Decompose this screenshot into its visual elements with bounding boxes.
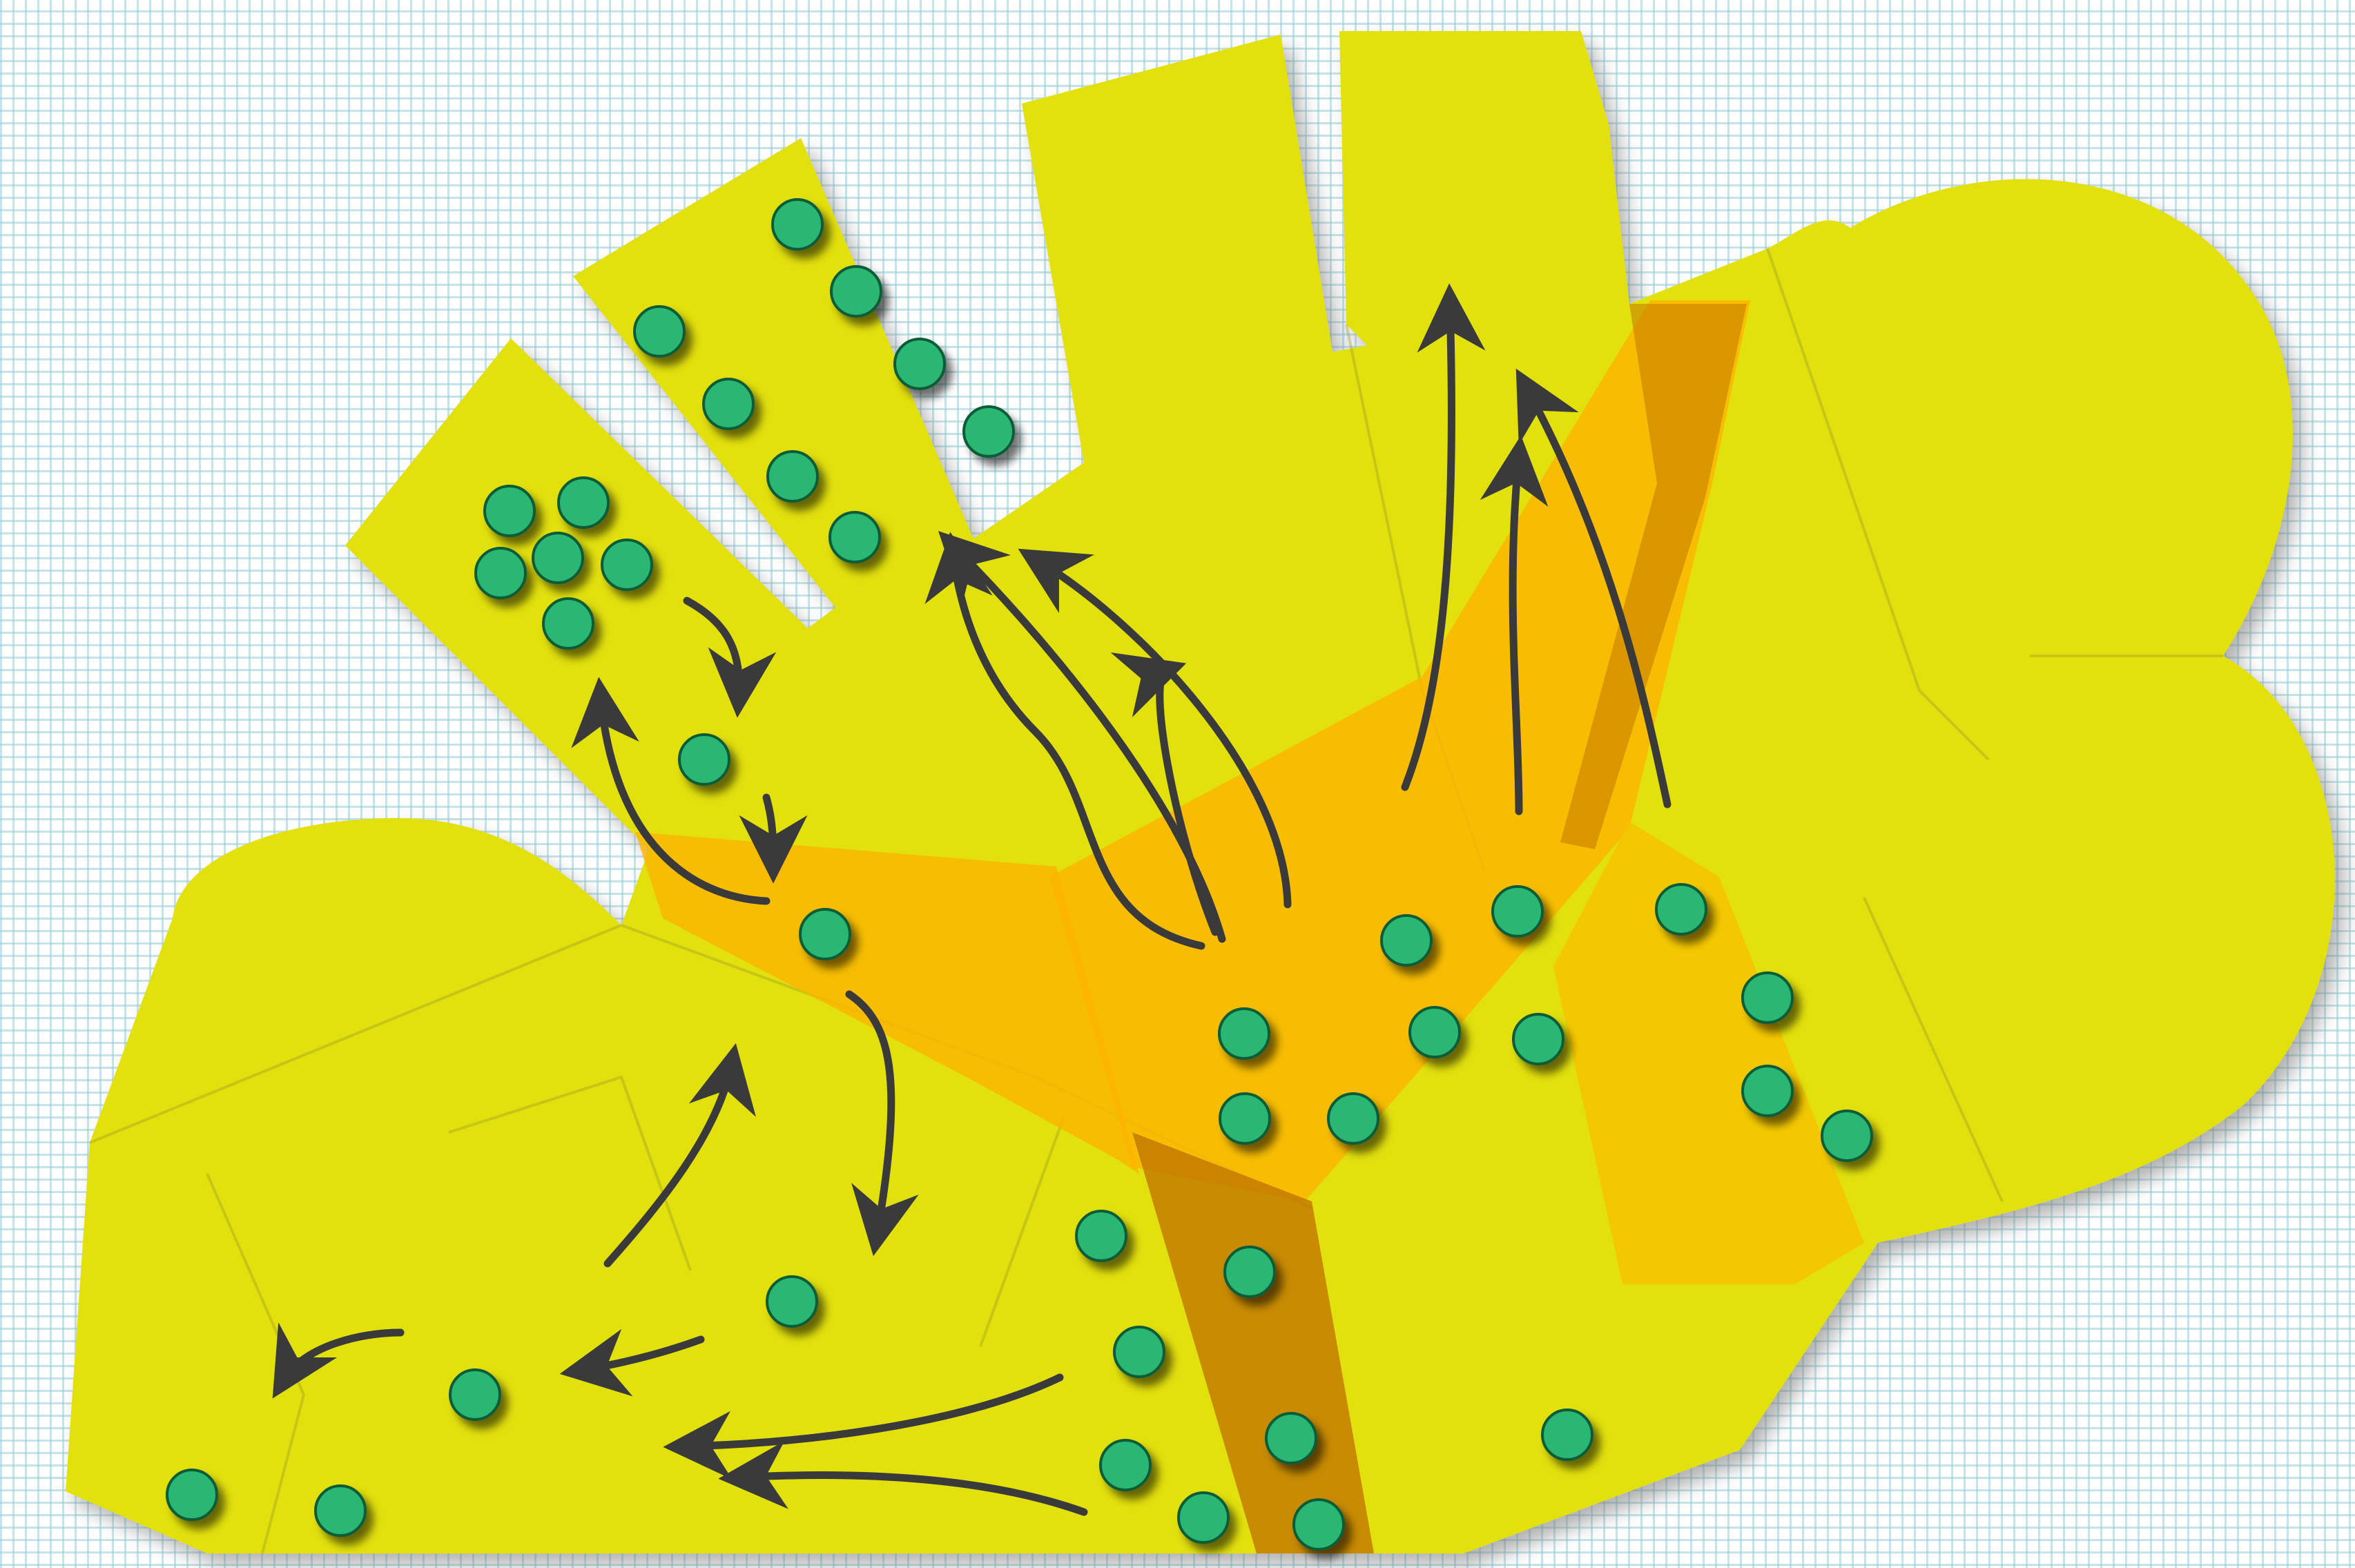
particle	[830, 512, 880, 562]
particle	[450, 1370, 500, 1420]
particle	[1179, 1493, 1228, 1542]
particle	[767, 1277, 817, 1326]
particle	[895, 339, 944, 389]
particle	[533, 533, 583, 583]
particle	[1410, 1007, 1460, 1057]
particle	[543, 599, 593, 648]
particle	[476, 548, 525, 598]
particle	[1513, 1014, 1563, 1064]
particle	[1294, 1500, 1344, 1549]
particle	[1220, 1094, 1270, 1143]
particle	[1114, 1327, 1164, 1377]
particle	[559, 478, 608, 527]
particle	[831, 267, 881, 316]
particle	[704, 379, 753, 429]
particle	[773, 200, 822, 249]
particle	[1743, 1066, 1792, 1116]
particle	[1219, 1009, 1269, 1058]
particle	[1743, 973, 1792, 1023]
particle	[1328, 1094, 1378, 1143]
particle	[167, 1470, 217, 1520]
particle	[1101, 1440, 1150, 1490]
particle	[1542, 1410, 1592, 1460]
particle	[1076, 1211, 1126, 1261]
particle	[1266, 1413, 1316, 1463]
particle	[679, 735, 729, 784]
particle	[800, 909, 850, 959]
particle	[485, 486, 534, 536]
particle	[768, 452, 817, 501]
particle	[1493, 887, 1542, 936]
particle	[1656, 884, 1706, 934]
particle	[1382, 916, 1431, 965]
particle	[316, 1486, 365, 1536]
particle	[964, 407, 1014, 456]
particle	[602, 540, 652, 590]
particle	[1225, 1247, 1275, 1297]
particle	[634, 307, 684, 356]
particle	[1822, 1111, 1872, 1161]
